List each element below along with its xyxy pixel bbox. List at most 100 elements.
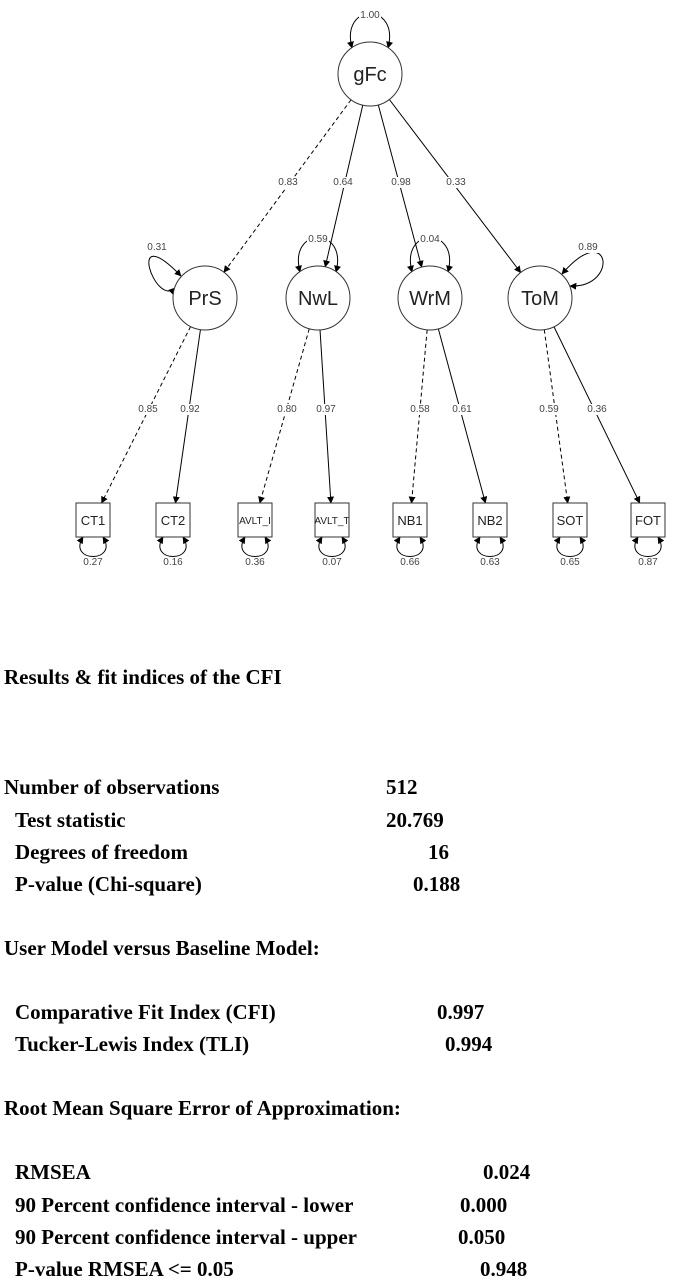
loading-label-WrM-NB1: 0.58 [410,404,430,415]
loading-label-ToM-FOT: 0.36 [587,404,607,415]
indicator-box-NB1 [392,502,428,538]
indicator-box-CT1 [75,502,111,538]
loading-label-bg [276,404,298,415]
residual-loop-FOT [631,536,665,557]
loading-label-PrS-CT1: 0.85 [138,404,158,415]
loading-label-bg [451,404,473,415]
loading-label-bg [409,404,431,415]
indicator-label-CT2: CT2 [161,513,186,528]
residual-loop-AVLT_I [238,536,272,557]
variance-label-bg [577,242,599,253]
loading-arrow-NwL-AVLT_T [319,329,335,504]
variance-loop-ToM [561,251,604,290]
loading-arrow-WrM-NB1 [408,329,428,504]
ci-lower-label: 90 Percent confidence interval - lower [15,1193,354,1217]
variance-label-ToM: 0.89 [578,242,598,253]
loading-label-bg [277,177,299,188]
latent-label-PrS: PrS [188,288,221,310]
residual-label-AVLT_T: 0.07 [322,557,342,568]
latent-label-WrM: WrM [409,288,451,310]
rmsea-label: RMSEA [15,1160,91,1184]
tli-value: 0.994 [445,1032,493,1056]
indicator-label-FOT: FOT [635,513,661,528]
df-value: 16 [428,840,449,864]
loading-arrow-ToM-SOT [543,329,571,504]
indicator-box-FOT [630,502,666,538]
variance-label-bg [419,234,441,245]
latent-node-WrM [397,265,463,331]
residual-label-NB2: 0.63 [480,557,500,568]
loading-label-gFc-NwL: 0.64 [333,177,353,188]
residual-label-CT1: 0.27 [83,557,103,568]
residual-label-AVLT_I: 0.36 [245,557,265,568]
ci-lower-value: 0.000 [460,1193,508,1217]
residual-label-CT2: 0.16 [163,557,183,568]
indicator-box-CT2 [155,502,191,538]
variance-label-bg [307,234,329,245]
variance-label-NwL: 0.59 [308,234,328,245]
df-label: Degrees of freedom [15,840,188,864]
test-stat-value: 20.769 [386,808,444,832]
variance-loop-PrS [148,255,182,295]
indicator-box-NB2 [472,502,508,538]
variance-label-gFc: 1.00 [360,10,380,21]
residual-label-NB1: 0.66 [400,557,420,568]
loading-label-NwL-AVLT_I: 0.80 [277,404,297,415]
latent-label-NwL: NwL [298,288,338,310]
indicator-label-AVLT_T: AVLT_T [314,516,349,527]
residual-label-SOT: 0.65 [560,557,580,568]
loading-label-bg [315,404,337,415]
loading-arrow-PrS-CT2 [172,329,201,504]
residual-loop-CT1 [76,536,110,557]
indicator-box-SOT [552,502,588,538]
ci-upper-label: 90 Percent confidence interval - upper [15,1225,357,1249]
loading-arrow-WrM-NB2 [437,328,488,504]
latent-node-ToM [507,265,573,331]
loading-label-bg [137,404,159,415]
residual-loop-CT2 [156,536,190,557]
tli-label: Tucker-Lewis Index (TLI) [15,1032,250,1056]
cfi-label: Comparative Fit Index (CFI) [15,1000,276,1024]
p-rmsea-label: P-value RMSEA <= 0.05 [15,1257,234,1281]
loading-arrow-NwL-AVLT_I [258,328,310,504]
cfi-value: 0.997 [437,1000,485,1024]
residual-loop-SOT [553,536,587,557]
latent-node-gFc [337,41,403,107]
loading-label-gFc-ToM: 0.33 [446,177,466,188]
pvalue-value: 0.188 [413,872,461,896]
indicator-box-AVLT_T [314,502,350,538]
loading-label-ToM-SOT: 0.59 [539,404,559,415]
loading-label-WrM-NB2: 0.61 [452,404,472,415]
indicator-label-AVLT_I: AVLT_I [239,516,271,527]
loading-label-NwL-AVLT_T: 0.97 [316,404,336,415]
variance-label-bg [146,242,168,253]
indicator-label-CT1: CT1 [81,513,106,528]
loading-label-bg [538,404,560,415]
indicator-label-NB2: NB2 [477,513,502,528]
ci-upper-value: 0.050 [458,1225,506,1249]
test-stat-label: Test statistic [15,808,126,832]
n-obs-label: Number of observations [4,775,220,799]
rmsea-heading: Root Mean Square Error of Approximation: [4,1096,401,1120]
indicator-box-AVLT_I [237,502,273,538]
loading-label-bg [445,177,467,188]
rmsea-value: 0.024 [483,1160,531,1184]
latent-label-ToM: ToM [521,288,559,310]
residual-loop-NB2 [473,536,507,557]
variance-label-WrM: 0.04 [420,234,440,245]
loading-label-bg [179,404,201,415]
loading-label-gFc-WrM: 0.98 [391,177,411,188]
loading-label-bg [586,404,608,415]
loading-label-PrS-CT2: 0.92 [180,404,200,415]
variance-label-bg [359,10,381,21]
results-heading: Results & fit indices of the CFI [4,665,282,689]
p-rmsea-value: 0.948 [480,1257,528,1281]
n-obs-value: 512 [386,775,418,799]
indicator-label-NB1: NB1 [397,513,422,528]
pvalue-label: P-value (Chi-square) [15,872,202,896]
latent-node-NwL [285,265,351,331]
residual-label-FOT: 0.87 [638,557,658,568]
residual-loop-NB1 [393,536,427,557]
